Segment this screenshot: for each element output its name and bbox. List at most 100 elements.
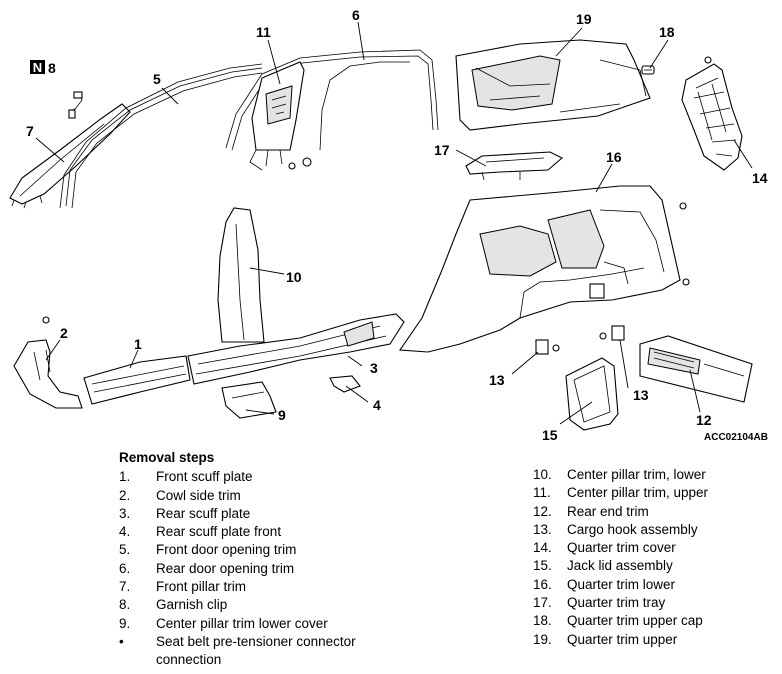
callout-12: 12: [696, 412, 712, 428]
quarter-trim-tray: [465, 151, 563, 181]
legend-text: Jack lid assembly: [567, 558, 673, 574]
legend-text: Quarter trim lower: [567, 576, 676, 592]
cowl-side-trim: [13, 316, 83, 409]
legend-num: 10.: [533, 467, 552, 482]
callout-16: 16: [606, 149, 622, 165]
removal-steps-legend-right: 10.Center pillar trim, lower 11. Center p…: [533, 466, 773, 649]
legend-num: 17.: [533, 595, 552, 611]
legend-item-1: 1. Front scuff plate: [119, 468, 409, 486]
cargo-hook-assembly-left: [535, 339, 560, 355]
removal-steps-legend-left: Removal steps 1. Front scuff plate 2.Cowl…: [119, 449, 409, 670]
legend-num: 11.: [533, 485, 551, 501]
quarter-trim-upper: [455, 39, 651, 131]
legend-item-12: 12. Rear end trim: [533, 503, 773, 521]
garnish-clip: [68, 91, 83, 119]
legend-bullet: •: [119, 633, 124, 649]
callout-7: 7: [26, 123, 34, 139]
legend-item-10: 10.Center pillar trim, lower: [533, 466, 773, 484]
callout-17: 17: [434, 142, 450, 158]
callout-13-left: 13: [489, 372, 505, 388]
legend-num: 1.: [119, 469, 131, 485]
quarter-trim-cover: [681, 56, 743, 171]
legend-text: Center pillar trim lower cover: [156, 615, 328, 631]
center-pillar-trim-lower: [217, 207, 265, 343]
legend-num: 19.: [533, 631, 552, 647]
new-part-badge: N: [30, 60, 45, 75]
callout-4: 4: [373, 397, 381, 413]
legend-num: 7.: [119, 579, 131, 595]
callout-13-right: 13: [633, 387, 649, 403]
exploded-parts-diagram: 1 2 3 4 5 6 7 8 9 10 11 12 13 13 14 15 1…: [9, 7, 768, 443]
legend-text: Cargo hook assembly: [567, 521, 698, 537]
rear-scuff-plate-front: [329, 375, 361, 393]
legend-num: 5.: [119, 542, 131, 558]
figure-code: ACC02104AB: [704, 432, 768, 443]
rear-scuff-plate: [187, 313, 405, 385]
rear-end-trim: [639, 335, 753, 403]
legend-text: Front pillar trim: [156, 579, 247, 595]
legend-item-15: 15. Jack lid assembly: [533, 557, 773, 575]
legend-item-17: 17. Quarter trim tray: [533, 594, 773, 612]
legend-num: 14.: [533, 540, 552, 556]
legend-item-bullet: •Seat belt pre-tensioner connector conne…: [119, 633, 409, 670]
legend-item-6: 6. Rear door opening trim: [119, 560, 409, 578]
legend-item-5: 5. Front door opening trim: [119, 541, 409, 559]
leader-lines: [35, 21, 753, 425]
callout-2: 2: [60, 325, 68, 341]
legend-text: Quarter trim upper cap: [567, 613, 703, 629]
legend-text: Rear end trim: [567, 503, 649, 519]
legend-item-9: 9. Center pillar trim lower cover: [119, 615, 409, 633]
legend-text: Garnish clip: [156, 597, 228, 613]
badge-letter: N: [33, 60, 42, 75]
callout-19: 19: [576, 11, 592, 27]
legend-item-14: 14. Quarter trim cover: [533, 539, 773, 557]
legend-item-4: 4.Rear scuff plate front: [119, 523, 409, 541]
callout-5: 5: [153, 71, 161, 87]
front-door-opening-trim: [59, 63, 263, 209]
callout-15: 15: [542, 427, 558, 443]
legend-num: 15.: [533, 558, 552, 574]
legend-item-11: 11. Center pillar trim, upper: [533, 484, 773, 502]
legend-text: Quarter trim cover: [567, 540, 676, 556]
callout-3: 3: [370, 360, 378, 376]
callout-8: 8: [48, 60, 56, 76]
callout-11: 11: [256, 24, 271, 40]
legend-num: 3.: [119, 505, 131, 521]
cargo-hook-assembly-right: [599, 325, 625, 341]
callout-1: 1: [134, 336, 142, 352]
legend-num: 13.: [533, 521, 552, 537]
callout-18: 18: [659, 24, 675, 40]
legend-text: Front scuff plate: [156, 469, 253, 485]
legend-item-18: 18. Quarter trim upper cap: [533, 612, 773, 630]
legend-text: Rear door opening trim: [156, 560, 295, 576]
legend-num: 8.: [119, 597, 131, 613]
callout-10: 10: [286, 269, 302, 285]
legend-num: 12.: [533, 503, 552, 519]
quarter-trim-upper-cap: [641, 65, 655, 75]
legend-num: 4.: [119, 524, 131, 540]
center-pillar-trim-lower-cover: [221, 381, 277, 419]
legend-text: Quarter trim tray: [567, 595, 666, 611]
legend-text: Center pillar trim, upper: [567, 485, 709, 501]
quarter-trim-lower: [399, 185, 690, 353]
legend-item-19: 19.Quarter trim upper: [533, 631, 773, 649]
legend-item-13: 13. Cargo hook assembly: [533, 521, 773, 539]
legend-item-16: 16. Quarter trim lower: [533, 576, 773, 594]
legend-num: 9.: [119, 615, 131, 631]
legend-text: Cowl side trim: [156, 487, 241, 503]
legend-item-2: 2.Cowl side trim: [119, 487, 409, 505]
front-scuff-plate: [83, 355, 191, 405]
removal-steps-title: Removal steps: [119, 450, 215, 465]
legend-num: 18.: [533, 613, 552, 629]
legend-text: Front door opening trim: [156, 542, 297, 558]
callout-labels: 1 2 3 4 5 6 7 8 9 10 11 12 13 13 14 15 1…: [26, 7, 768, 443]
legend-text: Rear scuff plate: [156, 505, 251, 521]
center-pillar-trim-upper: [249, 61, 312, 171]
legend-item-7: 7. Front pillar trim: [119, 578, 409, 596]
legend-item-8: 8. Garnish clip: [119, 596, 409, 614]
callout-9: 9: [278, 407, 286, 423]
legend-item-3: 3. Rear scuff plate: [119, 505, 409, 523]
callout-14: 14: [752, 170, 768, 186]
legend-num: 16.: [533, 576, 552, 592]
legend-num: 6.: [119, 560, 131, 576]
